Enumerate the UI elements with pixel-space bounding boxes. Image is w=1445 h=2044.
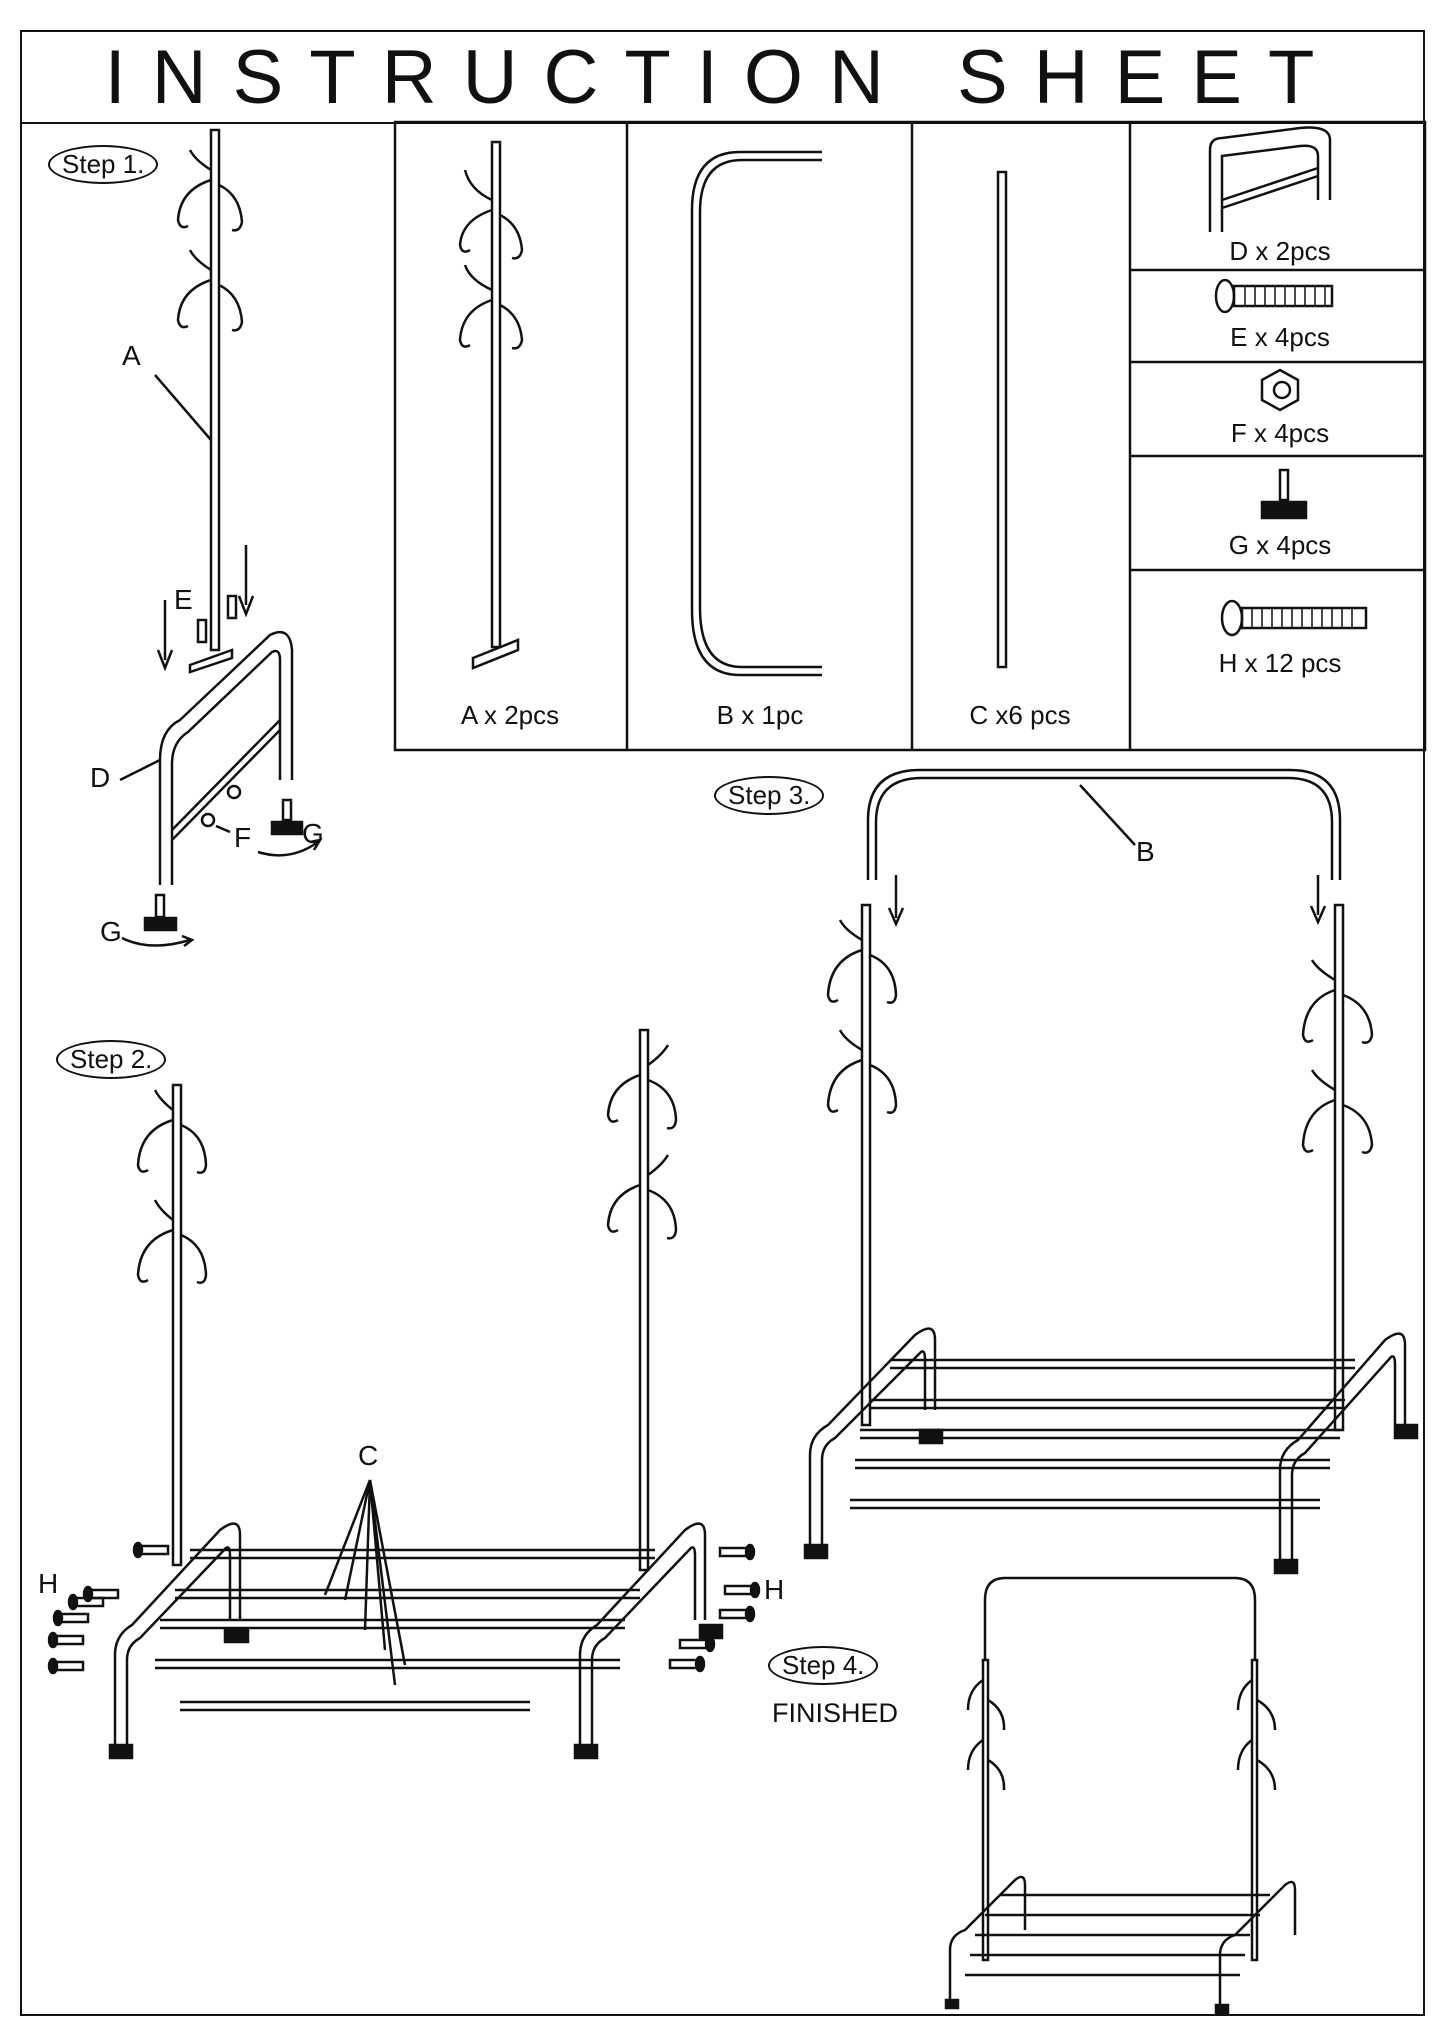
part-c-rod-icon [996,170,1008,669]
callout-h-2: H [764,1574,785,1605]
part-a-pole-icon [458,140,524,670]
step1-badge: Step 1. [48,145,159,184]
callout-g-1: G [302,818,324,849]
part-a-caption: A x 2pcs [460,700,560,730]
step3-badge: Step 3. [714,776,825,815]
part-e-screw-icon [1214,278,1334,314]
callout-c: C [358,1440,379,1471]
callout-f: F [234,822,252,853]
step2-badge: Step 2. [56,1040,167,1079]
instruction-sheet: INSTRUCTION SHEET [20,30,1425,2016]
callout-d: D [90,762,111,793]
part-b-caption: B x 1pc [716,700,804,730]
step3-illustration [803,768,1419,1575]
part-h-caption: H x 12 pcs [1218,648,1342,678]
step1-illustration [119,128,323,947]
page-title: INSTRUCTION SHEET [104,34,1341,120]
callout-h-1: H [38,1568,59,1599]
title-bar: INSTRUCTION SHEET [22,32,1423,124]
part-e-caption: E x 4pcs [1230,322,1330,352]
part-h-screw-icon [1220,599,1368,637]
part-b-bar-icon [690,150,822,677]
step4-illustration [944,1576,1297,2015]
step4-badge: Step 4. [768,1646,879,1685]
callout-g-2: G [100,916,122,947]
part-f-caption: F x 4pcs [1230,418,1330,448]
callout-b: B [1136,836,1155,867]
step2-screws-right [668,1543,761,1673]
part-c-caption: C x6 pcs [969,700,1071,730]
callout-e: E [174,584,193,615]
step2-illustration [47,1028,761,1760]
part-g-foot-icon [1260,468,1308,520]
part-g-caption: G x 4pcs [1228,530,1332,560]
part-f-nut-icon [1260,368,1300,412]
part-d-caption: D x 2pcs [1229,236,1331,266]
callout-a: A [122,340,141,371]
finished-label: FINISHED [772,1698,899,1728]
parts-table [393,120,1427,752]
step2-screws-left [47,1541,170,1675]
part-d-base-icon [1208,126,1332,232]
